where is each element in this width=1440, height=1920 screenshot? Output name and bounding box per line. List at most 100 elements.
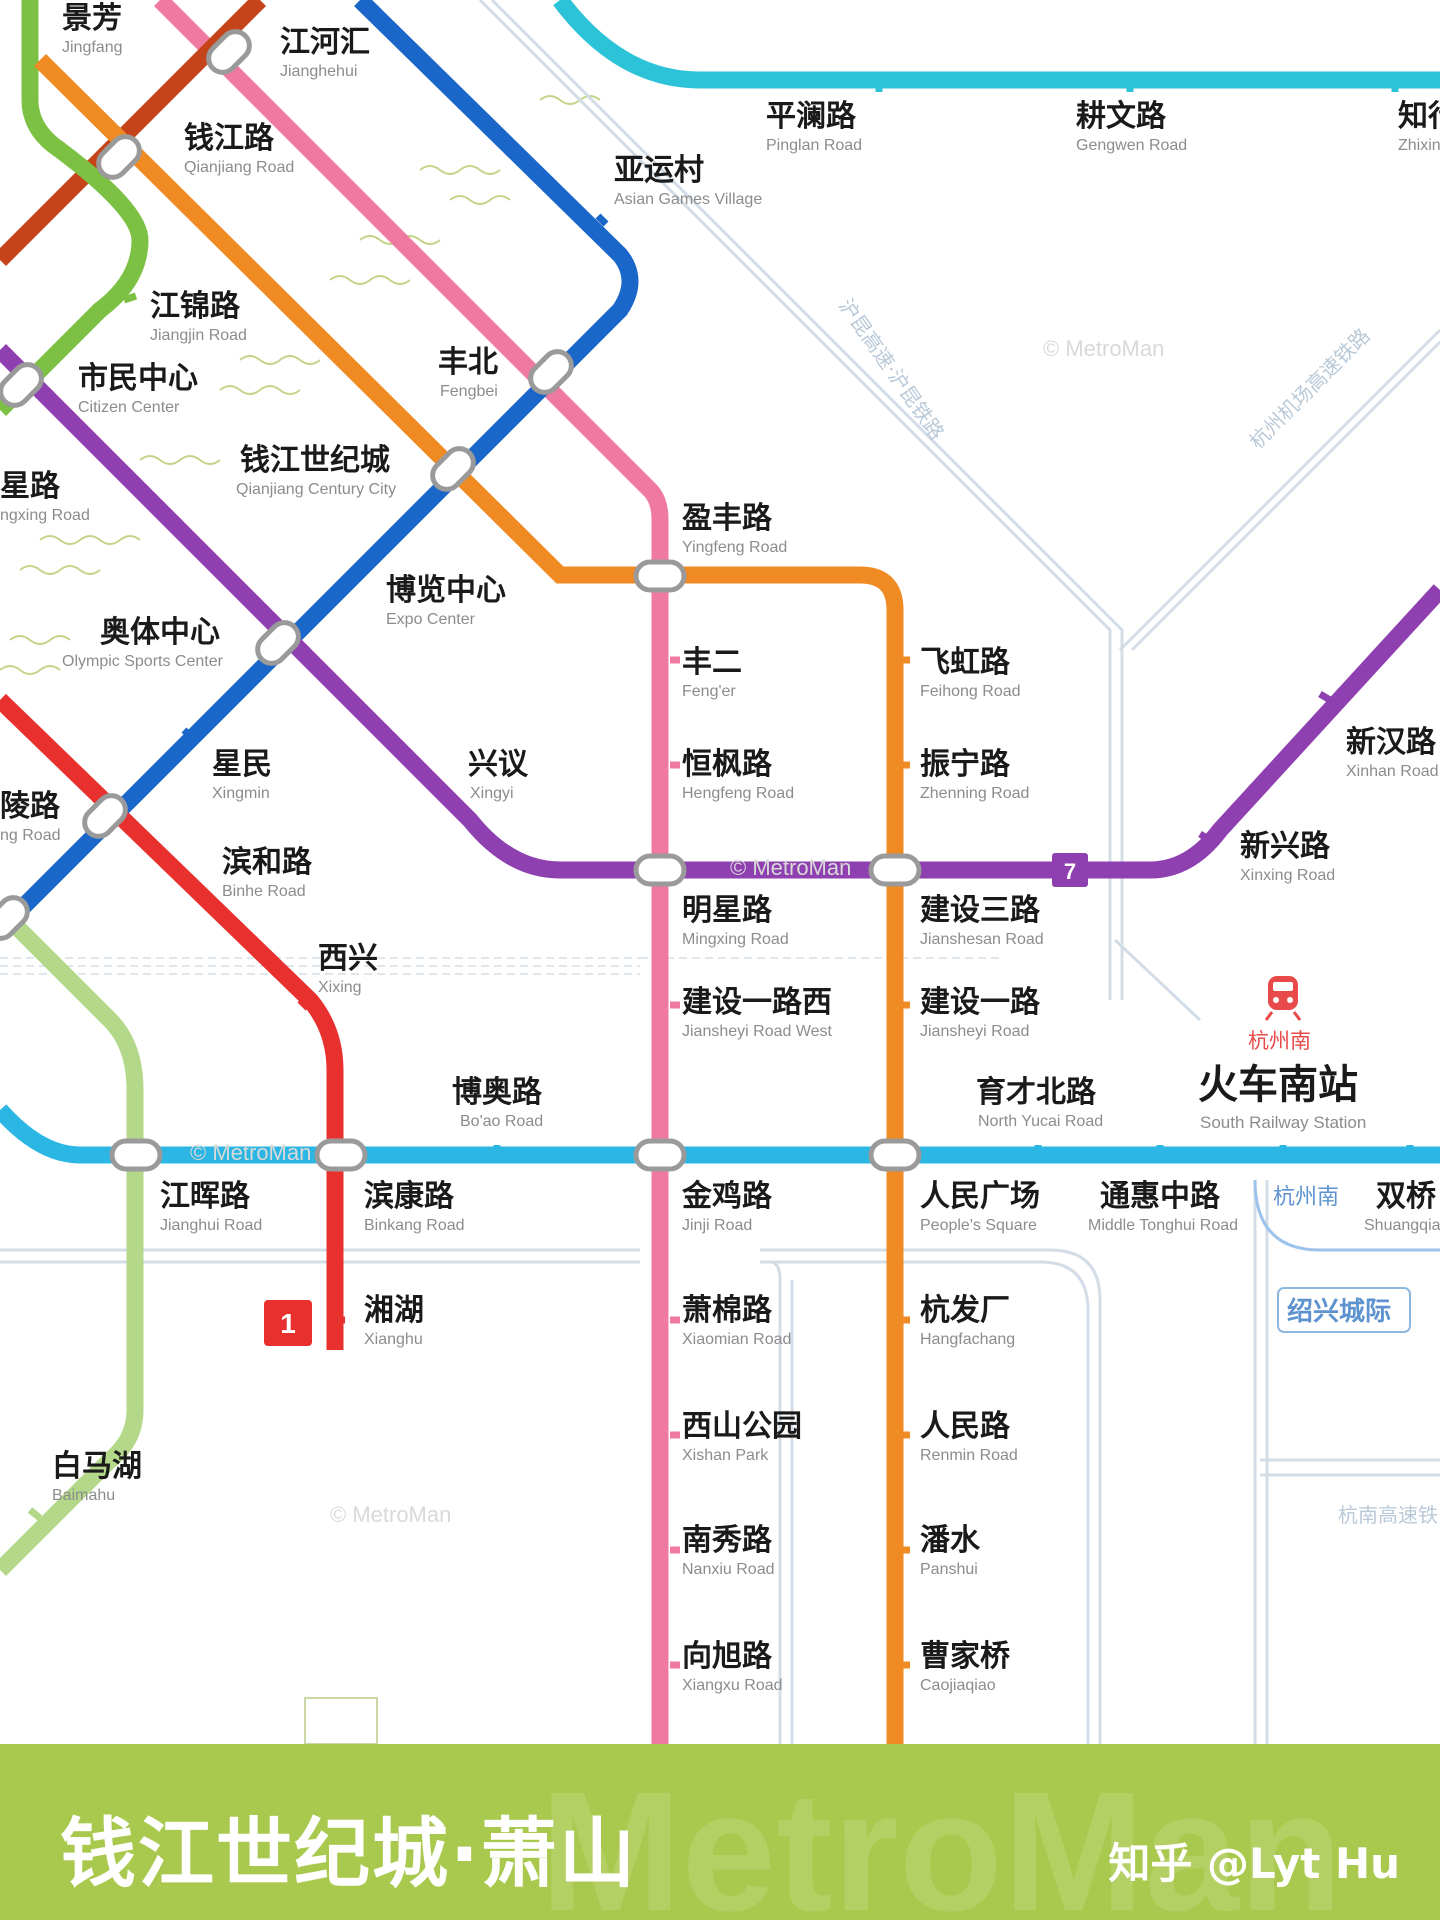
rail-label-hangnan: 杭南高速铁: [1338, 1503, 1438, 1527]
svg-text:Jiansheyi Road: Jiansheyi Road: [920, 1023, 1029, 1040]
svg-text:Middle Tonghui Road: Middle Tonghui Road: [1088, 1217, 1238, 1234]
svg-text:Shuangqia: Shuangqia: [1364, 1217, 1440, 1234]
svg-text:江锦路: 江锦路: [150, 289, 241, 324]
dashed-rail-corridor: [0, 957, 1000, 975]
line-badge-1: 1: [264, 1300, 312, 1346]
footer-credit: 知乎 @Lyt Hu: [1108, 1839, 1400, 1888]
svg-text:西兴: 西兴: [318, 941, 378, 976]
svg-text:Gengwen Road: Gengwen Road: [1076, 137, 1187, 154]
station-middle-tonghui-road: 通惠中路 Middle Tonghui Road: [1088, 1179, 1238, 1234]
svg-text:金鸡路: 金鸡路: [681, 1179, 773, 1214]
watermark-2: © MetroMan: [730, 855, 851, 880]
station-jianghui-road: 江晖路 Jianghui Road: [160, 1179, 262, 1234]
svg-text:Jinji Road: Jinji Road: [682, 1217, 752, 1234]
station-zhixin: 知行Zhixin: [1398, 99, 1440, 154]
interchange-jinji-road: [633, 1138, 687, 1172]
svg-text:Feng'er: Feng'er: [682, 683, 736, 700]
intercity-station-label: 杭州南: [1273, 1185, 1339, 1210]
svg-text:Xiangxu Road: Xiangxu Road: [682, 1677, 783, 1694]
svg-text:湘湖: 湘湖: [364, 1293, 424, 1328]
interchange-qianjiang-century-city: [430, 446, 476, 492]
svg-text:飞虹路: 飞虹路: [920, 645, 1011, 680]
svg-text:杭发厂: 杭发厂: [920, 1293, 1010, 1328]
footer-title: 钱江世纪城·萧山: [60, 1809, 637, 1898]
svg-text:Mingxing Road: Mingxing Road: [682, 931, 789, 948]
interchange-purple-orange: [868, 853, 922, 887]
station-jinji-road: 金鸡路 Jinji Road: [681, 1179, 773, 1234]
interchange-qianjiang-road: [96, 134, 142, 180]
svg-text:Jianghui Road: Jianghui Road: [160, 1217, 262, 1234]
train-icon: [1264, 976, 1302, 1021]
svg-text:建设一路西: 建设一路西: [682, 985, 832, 1020]
interchange-jianghehui: [206, 29, 252, 75]
svg-text:通惠中路: 通惠中路: [1100, 1179, 1221, 1214]
svg-text:Hengfeng Road: Hengfeng Road: [682, 785, 794, 802]
svg-text:陵路: 陵路: [0, 789, 61, 824]
svg-text:江晖路: 江晖路: [160, 1179, 251, 1214]
svg-text:人民路: 人民路: [920, 1409, 1011, 1444]
building-icon: [304, 1697, 378, 1745]
svg-text:景芳: 景芳: [62, 1, 122, 36]
line-green: [0, 0, 149, 417]
svg-text:Yingfeng Road: Yingfeng Road: [682, 539, 787, 556]
interchange-purple-pink: [633, 853, 687, 887]
svg-text:萧棉路: 萧棉路: [682, 1293, 773, 1328]
svg-text:恒枫路: 恒枫路: [682, 747, 773, 782]
svg-text:Xiaomian Road: Xiaomian Road: [682, 1331, 791, 1348]
svg-text:滨康路: 滨康路: [364, 1179, 455, 1214]
svg-text:建设一路: 建设一路: [920, 985, 1041, 1020]
svg-text:育才北路: 育才北路: [976, 1075, 1097, 1110]
svg-text:Xianghu: Xianghu: [364, 1331, 423, 1348]
interchange-yingfeng-road: [633, 559, 687, 593]
station-feihong-road: 飞虹路 Feihong Road: [920, 645, 1021, 700]
svg-text:Xixing: Xixing: [318, 979, 362, 996]
interchange-jianghui-road: [109, 1138, 163, 1172]
line-orange: [34, 53, 904, 1744]
svg-text:博奥路: 博奥路: [452, 1075, 543, 1110]
station-jingfang: 景芳 Jingfang: [62, 1, 123, 56]
svg-text:Feihong Road: Feihong Road: [920, 683, 1021, 700]
svg-text:Panshui: Panshui: [920, 1561, 978, 1578]
svg-text:People's Square: People's Square: [920, 1217, 1037, 1234]
svg-text:明星路: 明星路: [682, 893, 773, 928]
interchange-peoples-square: [868, 1138, 922, 1172]
svg-text:Jingfang: Jingfang: [62, 39, 123, 56]
svg-text:知行: 知行: [1398, 99, 1440, 134]
svg-text:ngxing Road: ngxing Road: [0, 507, 90, 524]
interchange-fengbei: [528, 349, 574, 395]
line-red: [0, 693, 344, 1350]
svg-text:Bo'ao Road: Bo'ao Road: [460, 1113, 543, 1130]
railway-station-name: 火车南站: [1198, 1062, 1358, 1108]
station-xiaomian-road: 萧棉路 Xiaomian Road: [682, 1293, 791, 1348]
svg-text:钱江路: 钱江路: [184, 121, 275, 156]
svg-text:Xingyi: Xingyi: [470, 785, 514, 802]
svg-text:兴议: 兴议: [468, 747, 529, 782]
river-wave-decoration: [0, 95, 601, 675]
station-mingxing-road: 明星路 Mingxing Road: [682, 893, 789, 948]
interchange-citizen-center: [0, 362, 44, 408]
